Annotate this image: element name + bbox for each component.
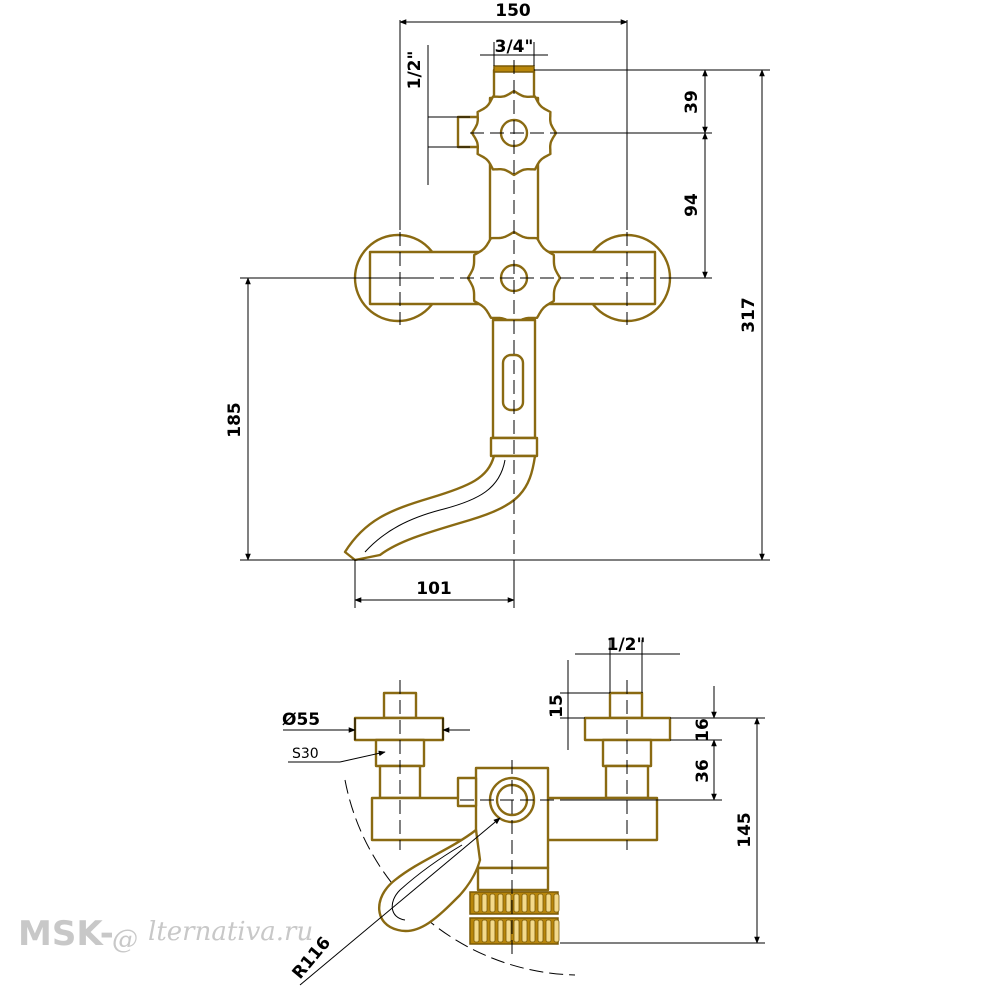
dim-width-150: 150 (495, 1, 531, 21)
knob-base (476, 866, 550, 892)
dim-flange-diameter: Ø55 (282, 710, 320, 730)
svg-text:@: @ (112, 925, 138, 955)
dim-145: 145 (735, 812, 755, 848)
knob-ring-lower (469, 917, 560, 945)
diverter-slot (501, 353, 525, 412)
right-thread-stub (608, 691, 644, 720)
left-flange (353, 716, 445, 742)
dim-39: 39 (682, 90, 702, 114)
dim-101: 101 (416, 579, 452, 599)
knob-ring-upper (469, 891, 560, 915)
dim-16: 16 (693, 718, 713, 742)
side-spout (378, 828, 482, 933)
dim-15: 15 (547, 694, 567, 718)
dim-nut-size: S30 (292, 746, 319, 762)
spout (343, 454, 537, 562)
dim-94: 94 (682, 193, 702, 217)
watermark-logo: MSK- @ lternativa.ru (18, 914, 313, 955)
front-view: 150 3/4" 1/2" 39 94 317 185 101 (225, 1, 770, 608)
dim-185: 185 (225, 402, 245, 438)
side-view: 1/2" 15 16 36 145 Ø55 S30 R116 (282, 635, 765, 986)
side-stub (456, 776, 478, 808)
svg-text:lternativa.ru: lternativa.ru (148, 917, 313, 947)
dim-317: 317 (739, 297, 759, 333)
dim-36: 36 (693, 759, 713, 783)
dim-side-inlet: 1/2" (405, 51, 425, 90)
svg-text:MSK-: MSK- (18, 914, 114, 954)
dim-top-inlet: 3/4" (495, 37, 534, 57)
dim-side-thread: 1/2" (607, 635, 646, 655)
